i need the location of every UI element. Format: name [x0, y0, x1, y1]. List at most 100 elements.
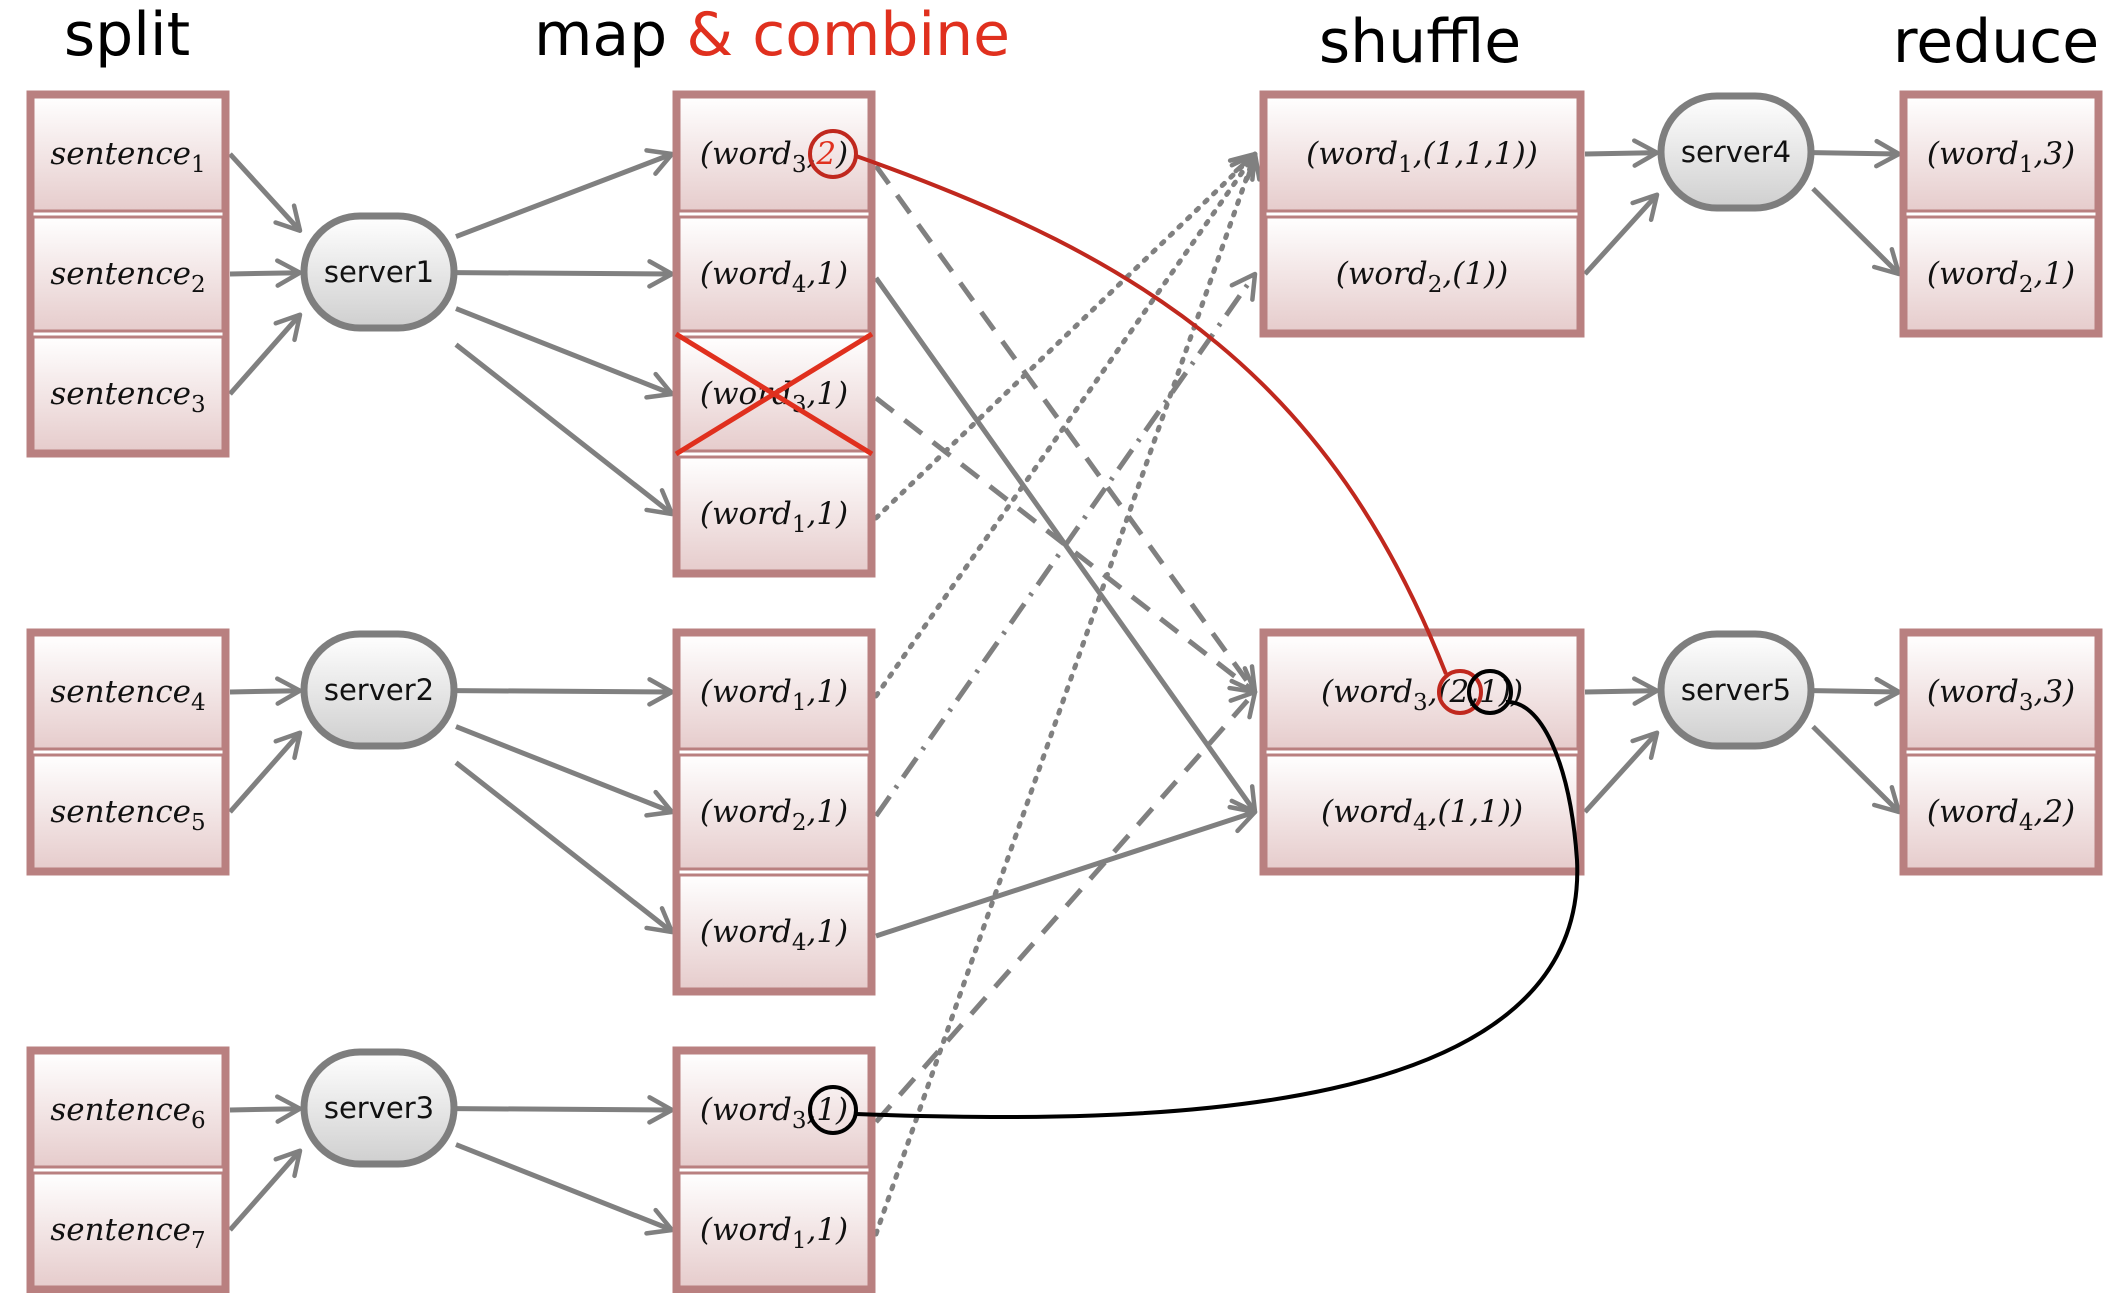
shuffled-black-value-circle — [1467, 669, 1513, 715]
cell-value: 3 — [2043, 136, 2063, 172]
cell-paren: ( — [1321, 674, 1334, 710]
cell-value: 1 — [816, 376, 836, 412]
cell-comma: , — [2033, 256, 2043, 292]
reduce-group-2-frame — [1899, 628, 2103, 876]
map-cell-bg — [677, 95, 871, 213]
cell-comma: , — [1413, 136, 1423, 172]
map-cell-1: (word3,2) — [677, 95, 871, 213]
server-to-reduce-arrow — [1812, 138, 1902, 169]
reduce-header: reduce — [1893, 7, 2099, 77]
cell-subscript: 5 — [191, 810, 206, 836]
map-cell-text: (word2,1) — [700, 794, 848, 836]
cell-paren: ( — [700, 136, 713, 172]
map-cell-7: (word4,1) — [677, 873, 871, 991]
map-cell-text: (word1,1) — [700, 1212, 848, 1254]
reduce-cell-text: (word1,3) — [1927, 136, 2075, 178]
map-header: map — [534, 0, 667, 70]
cell-subscript: 4 — [792, 930, 807, 956]
cell-word: sentence — [50, 256, 191, 292]
shuffle-header: shuffle — [1319, 7, 1521, 77]
shuffle-cell-2: (word2,(1)) — [1264, 215, 1580, 333]
map-to-shuffle-arrow — [874, 396, 1258, 695]
map-server-1: server1 — [300, 212, 458, 332]
cell-value: (1) — [1452, 256, 1496, 292]
map-to-shuffle-arrow — [874, 689, 1258, 1124]
cell-word: word — [712, 674, 792, 710]
cell-paren: ) — [2062, 794, 2075, 830]
split-cell-text: sentence4 — [50, 674, 205, 716]
shuffle-to-server-arrow — [1583, 730, 1660, 814]
cell-comma: , — [1428, 794, 1438, 830]
cell-paren: ( — [1927, 674, 1940, 710]
cell-word: word — [1333, 674, 1413, 710]
shuffle-flow-arc — [855, 699, 1580, 1120]
cell-paren: ) — [835, 136, 848, 172]
map-cell-text: (word1,1) — [700, 496, 848, 538]
split-cell-bg — [31, 95, 225, 213]
reduce-cell-bg — [1904, 633, 2098, 751]
split-cell-bg — [31, 335, 225, 453]
server-to-map-arrow — [454, 760, 675, 935]
cell-word: word — [1333, 794, 1413, 830]
server-to-reduce-arrow — [1812, 676, 1902, 707]
server-label: server3 — [324, 1091, 434, 1125]
map-cell-8: (word3,1) — [677, 1051, 871, 1169]
cell-paren: ) — [835, 1212, 848, 1248]
shuffle-cell-4: (word4,(1,1)) — [1264, 753, 1580, 871]
shuffle-cell-text: (word4,(1,1)) — [1321, 794, 1523, 836]
combined-value-circle — [808, 129, 858, 179]
cell-subscript: 3 — [1413, 690, 1428, 716]
cell-paren: ( — [700, 794, 713, 830]
combine-flow-arc — [855, 154, 1448, 675]
cell-word: word — [712, 1212, 792, 1248]
map-cell-2: (word4,1) — [677, 215, 871, 333]
reduce-cell-bg — [1904, 753, 2098, 871]
map-cell-text: (word4,1) — [700, 914, 848, 956]
reduce-cell-2: (word2,1) — [1904, 215, 2098, 333]
cell-word: sentence — [50, 136, 191, 172]
cell-word: word — [712, 794, 792, 830]
cell-value: 1 — [816, 674, 836, 710]
split-cell-bg — [31, 1171, 225, 1289]
split-cell-text: sentence7 — [50, 1212, 205, 1254]
map-server-3: server3 — [300, 1048, 458, 1168]
server-to-reduce-arrow — [1811, 724, 1902, 815]
cell-comma: , — [2033, 136, 2043, 172]
reduce-group-1-frame — [1899, 90, 2103, 338]
cell-subscript: 6 — [191, 1108, 206, 1134]
cell-paren: ( — [1306, 136, 1319, 172]
cell-paren: ( — [1321, 794, 1334, 830]
reduce-cell-bg — [1904, 95, 2098, 213]
split-group-1-frame — [26, 90, 230, 458]
map-cell-text: (word1,1) — [700, 674, 848, 716]
server-to-map-arrow — [454, 342, 675, 517]
cell-value: 1 — [2043, 256, 2063, 292]
map-cell-bg — [677, 215, 871, 333]
shuffle-to-server-arrow — [1584, 138, 1660, 168]
cell-paren: ) — [835, 1092, 848, 1128]
cell-comma: , — [1442, 256, 1452, 292]
cell-value: 1 — [816, 1092, 836, 1128]
split-group-3-frame — [26, 1046, 230, 1293]
server-to-map-arrow — [455, 677, 675, 707]
cell-word: word — [1318, 136, 1398, 172]
shuffle-cell-bg — [1264, 95, 1580, 213]
server-to-reduce-arrow — [1811, 186, 1902, 277]
cell-comma: , — [806, 1212, 816, 1248]
cell-subscript: 4 — [1413, 810, 1428, 836]
split-to-server-arrow — [228, 1148, 303, 1232]
cell-word: word — [1939, 136, 2019, 172]
cell-subscript: 2 — [792, 810, 807, 836]
cell-paren: ) — [1495, 256, 1508, 292]
cell-word: word — [712, 914, 792, 950]
shuffle-cell-3: (word3,(2,1)) — [1264, 633, 1580, 751]
server-to-map-arrow — [455, 148, 675, 239]
cell-paren: ( — [1927, 256, 1940, 292]
server-label: server2 — [324, 673, 434, 707]
cell-paren: ) — [1525, 136, 1538, 172]
map-cell-bg — [677, 873, 871, 991]
split-group-2-frame — [26, 628, 230, 876]
cell-comma: , — [2033, 794, 2043, 830]
map-cell-text: (word3,1) — [700, 1092, 848, 1134]
split-to-server-arrow — [228, 312, 303, 396]
